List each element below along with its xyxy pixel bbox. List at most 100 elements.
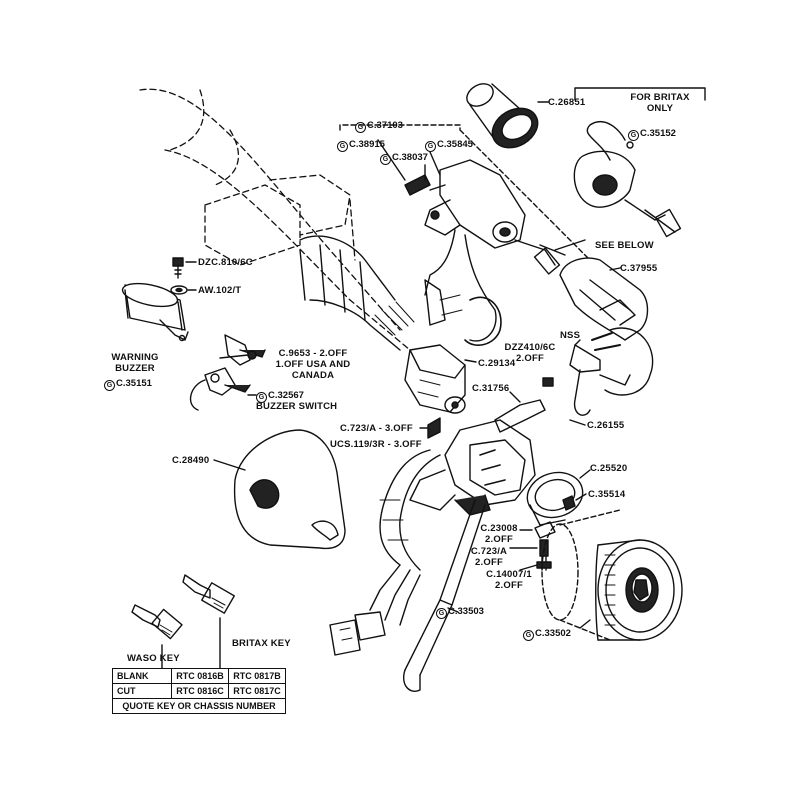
leader-see-below (554, 239, 586, 251)
label-warning-line2: BUZZER (115, 363, 155, 374)
label-warning-line1: WARNING (111, 352, 159, 363)
buzzer-switch (189, 367, 251, 411)
leader-c33503 (447, 607, 459, 613)
table-cell-waso: RTC 0816B (171, 668, 229, 684)
label-c25520: C.25520 (590, 463, 628, 474)
g-symbol: G (337, 141, 348, 152)
steering-lock-switch (559, 257, 654, 416)
table-row: QUOTE KEY OR CHASSIS NUMBER (112, 698, 286, 714)
label-for-britax-line1: FOR BRITAX (630, 92, 690, 103)
g-symbol: G (523, 630, 534, 641)
label-warning-buzzer: WARNING BUZZER (100, 352, 170, 374)
label-c37955: C.37955 (620, 263, 658, 274)
label-c9653: C.9653 - 2.OFF 1.OFF USA AND CANADA (268, 348, 358, 381)
screw-c723a-upper (427, 417, 441, 439)
leader-c35845 (429, 151, 441, 176)
label-c35152-text: C.35152 (640, 128, 676, 139)
waso-key (131, 604, 183, 640)
label-buzzer-switch: BUZZER SWITCH (256, 401, 338, 412)
g-symbol: G (104, 380, 115, 391)
label-c35514: C.35514 (588, 489, 626, 500)
label-c14007: C.14007/1 2.OFF (482, 569, 536, 591)
label-c23008-line1: C.23008 (480, 523, 518, 534)
g-symbol: G (380, 154, 391, 165)
table-cell-label: CUT (112, 683, 172, 699)
horn-hub (541, 509, 683, 641)
label-ucs119: UCS.119/3R - 3.OFF (330, 439, 422, 450)
screw-and-washer (170, 257, 188, 295)
label-aw102: AW.102/T (198, 285, 242, 296)
label-dzc810: DZC.810/6C (198, 257, 253, 268)
clip-c9653 (224, 334, 266, 366)
britax-bracket (574, 87, 706, 101)
britax-key (182, 574, 235, 614)
table-footer: QUOTE KEY OR CHASSIS NUMBER (112, 698, 286, 714)
table-row: BLANK RTC 0816B RTC 0817B (112, 668, 286, 684)
label-for-britax-line2: ONLY (646, 103, 674, 114)
label-c14007-line1: C.14007/1 (486, 569, 532, 580)
label-c26851: C.26851 (548, 97, 586, 108)
label-britax-key: BRITAX KEY (232, 638, 291, 649)
key-table: BLANK RTC 0816B RTC 0817B CUT RTC 0816C … (112, 668, 286, 714)
label-c32567-text: C.32567 (268, 390, 304, 401)
label-c23008: C.23008 2.OFF (474, 523, 524, 545)
bracket-c31756 (494, 399, 546, 433)
g-symbol: G (436, 608, 447, 619)
label-c33502-text: C.33502 (535, 628, 571, 639)
label-see-below: SEE BELOW (595, 240, 654, 251)
label-c35151-text: C.35151 (116, 378, 152, 389)
indicator-stalk (403, 499, 486, 692)
label-waso-key: WASO KEY (127, 653, 180, 664)
leader-c14007 (519, 564, 538, 571)
label-nss: NSS (560, 330, 581, 341)
cap-c26851 (466, 83, 539, 149)
leader-c26155 (569, 419, 586, 426)
label-c37103-text: C.37103 (367, 120, 403, 131)
leader-c35514 (575, 493, 587, 501)
label-c723a-upper: C.723/A - 3.OFF (340, 423, 413, 434)
label-c38037-text: C.38037 (392, 152, 428, 163)
label-c723a-lower-line2: 2.OFF (475, 557, 503, 568)
shroud-c28490 (233, 429, 346, 550)
bracket-c37103 (339, 124, 591, 261)
label-c14007-line2: 2.OFF (495, 580, 523, 591)
leader-c28490 (213, 459, 246, 471)
label-c28490: C.28490 (172, 455, 210, 466)
ring-c25520 (526, 471, 584, 526)
label-c723a-lower: C.723/A 2.OFF (464, 546, 514, 568)
leader-c9653 (219, 354, 249, 359)
leader-c37955 (609, 267, 621, 271)
g-symbol: G (256, 392, 267, 403)
label-dzz410-line2: 2.OFF (516, 353, 544, 364)
stalk-switch-assembly (329, 419, 536, 656)
switch-c29134 (404, 344, 466, 414)
label-c26155: C.26155 (587, 420, 625, 431)
table-cell-waso: RTC 0816C (171, 683, 229, 699)
steering-column-outline (139, 88, 411, 351)
label-c9653-line1: C.9653 - 2.OFF (278, 348, 348, 359)
label-c35845-text: C.35845 (437, 139, 473, 150)
leader-c33502 (579, 619, 591, 629)
label-c33503-text: C.33503 (448, 606, 484, 617)
screw-dzz410 (542, 377, 554, 387)
leader-c25520 (579, 469, 591, 479)
g-symbol: G (355, 122, 366, 133)
label-c31756: C.31756 (472, 383, 510, 394)
label-dzz410: DZZ410/6C 2.OFF (495, 342, 565, 364)
label-c9653-line2: 1.OFF USA AND (275, 359, 351, 370)
label-for-britax-only: FOR BRITAX ONLY (610, 92, 710, 114)
label-c38915-text: C.38915 (349, 139, 385, 150)
table-cell-label: BLANK (112, 668, 172, 684)
g-symbol: G (425, 141, 436, 152)
g-symbol: G (628, 130, 639, 141)
leader-c29134 (464, 359, 477, 363)
